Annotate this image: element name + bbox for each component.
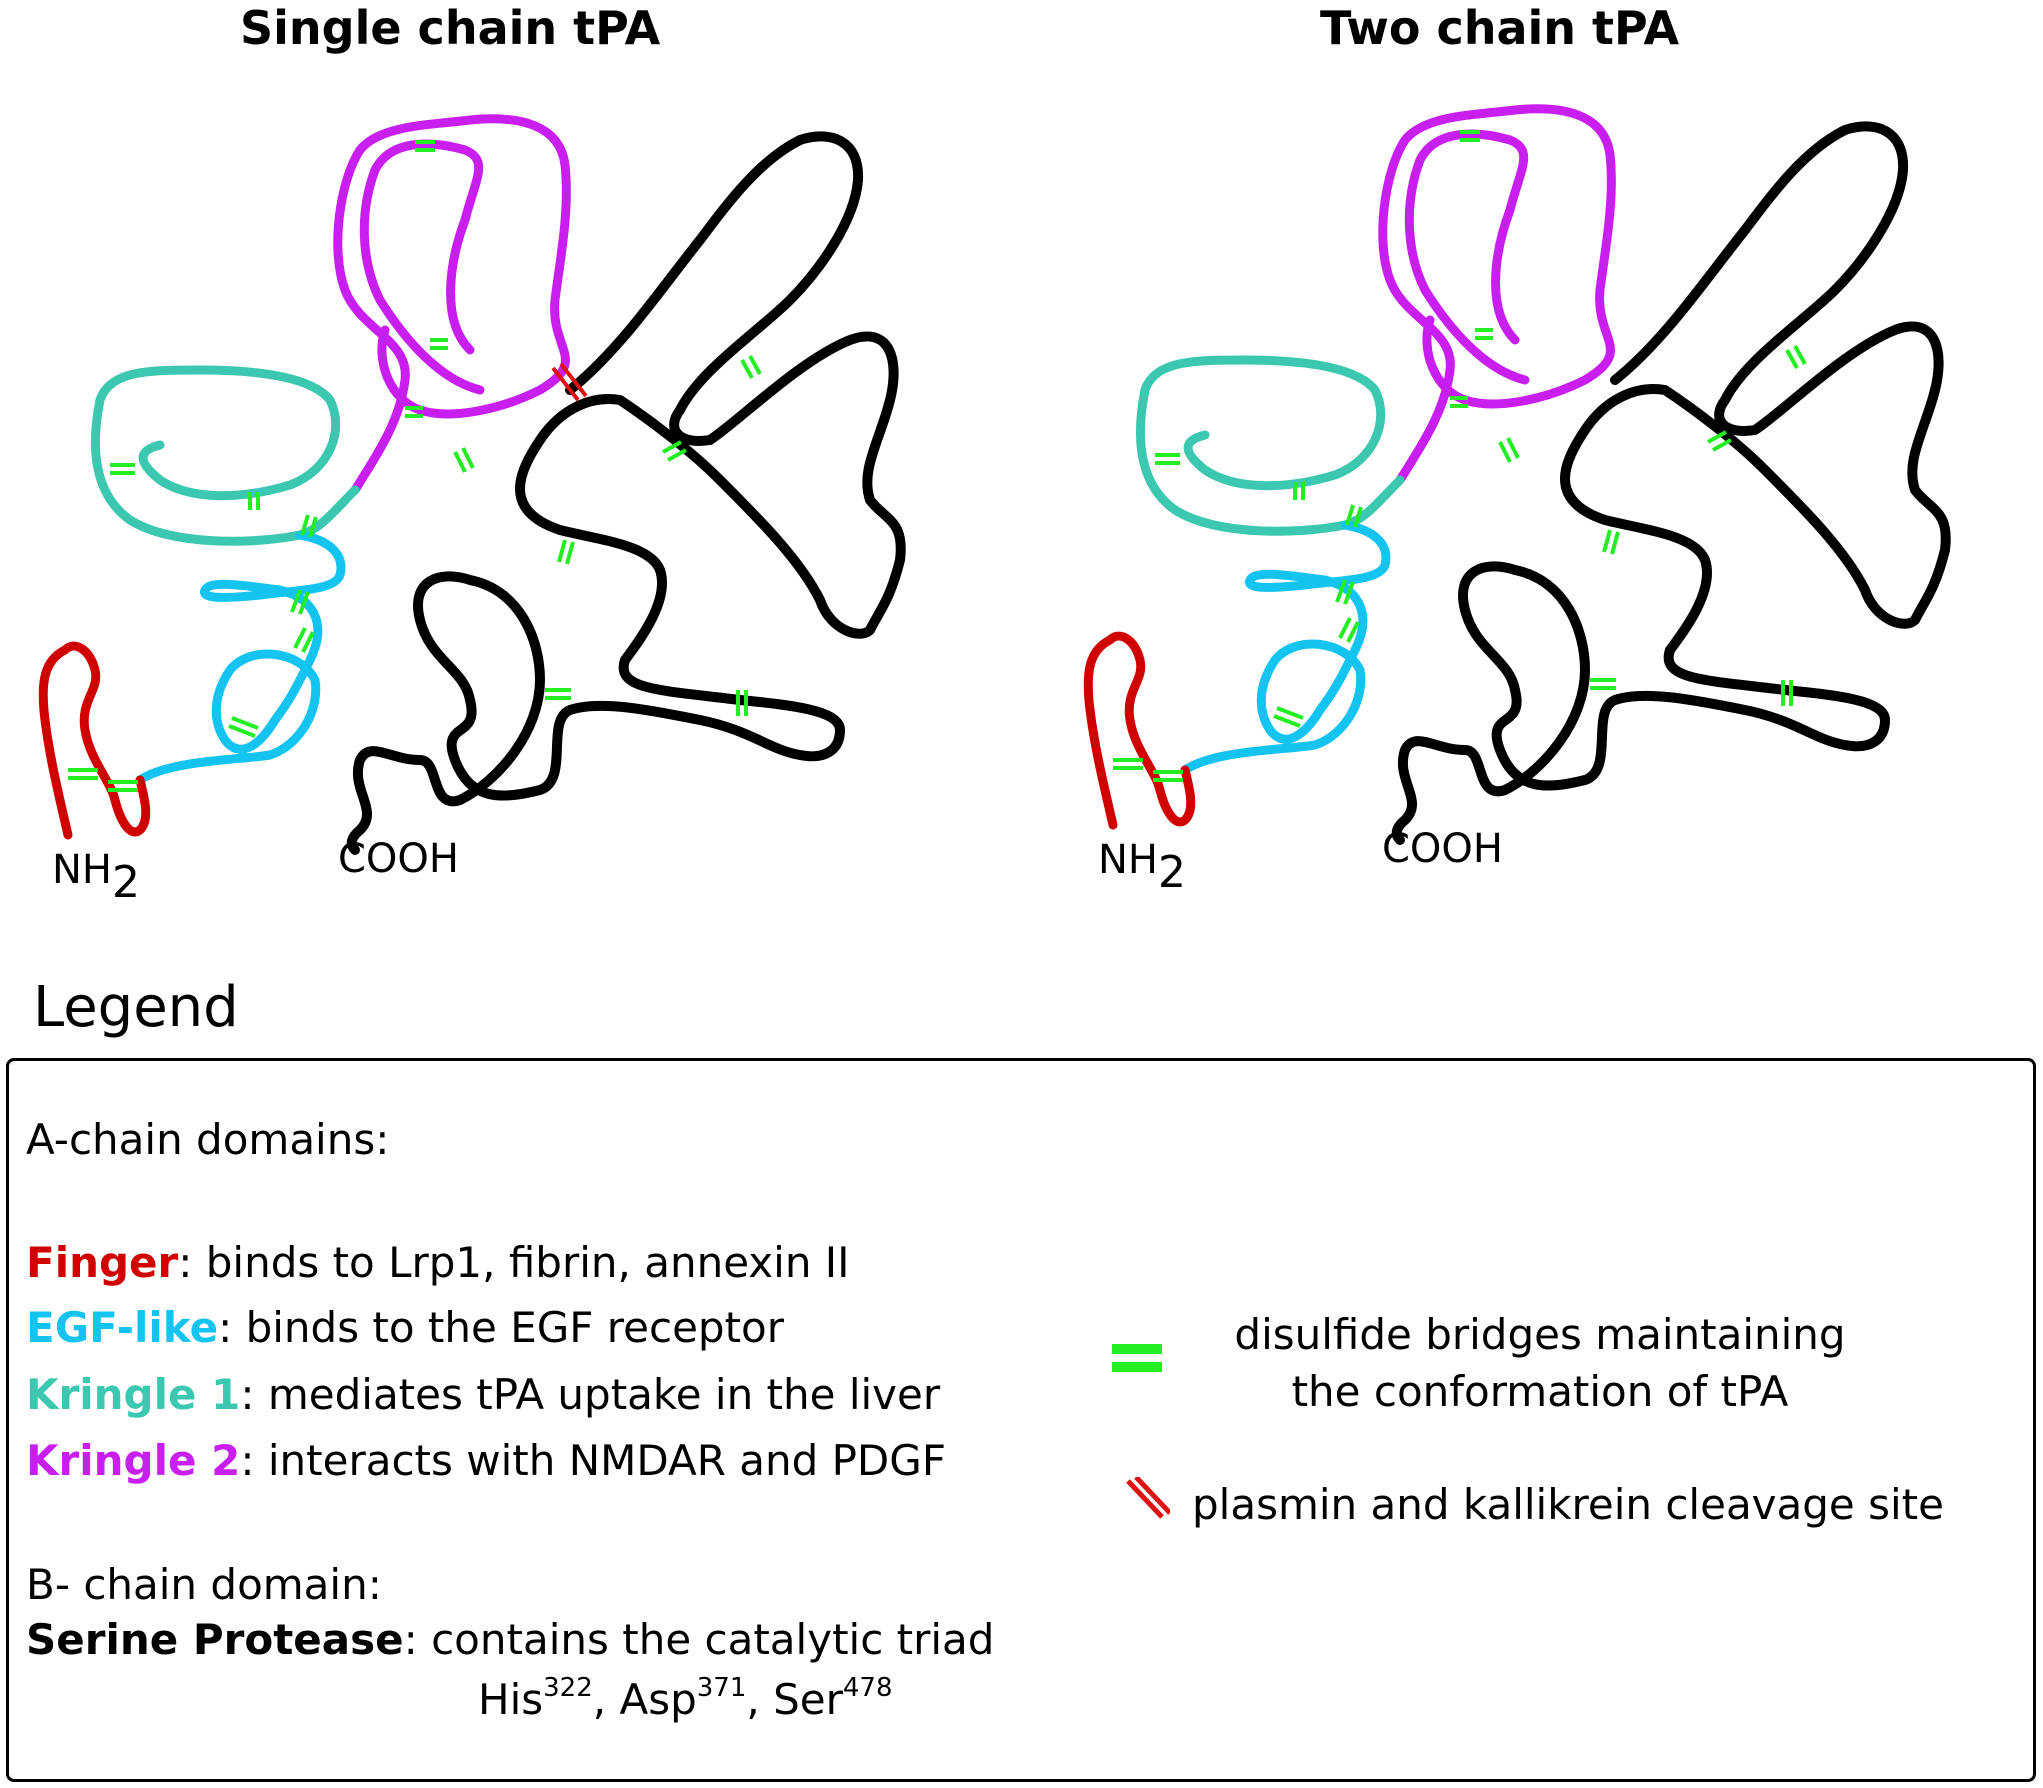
legend-heading: Legend [33,975,239,1040]
cleavage-legend-text: plasmin and kallikrein cleavage site [1192,1480,1944,1529]
legend-egf: EGF-like: binds to the EGF receptor [26,1303,785,1352]
nh2-subscript-right: 2 [1158,847,1186,898]
legend-kringle1: Kringle 1: mediates tPA uptake in the li… [26,1370,941,1419]
legend-kringle2: Kringle 2: interacts with NMDAR and PDGF [26,1436,946,1485]
legend-finger: Finger: binds to Lrp1, fibrin, annexin I… [26,1238,850,1287]
nh2-label-left: NH2 [52,847,140,908]
two-chain-molecule [1088,109,1946,840]
a-chain-header: A-chain domains: [26,1115,390,1164]
catalytic-triad: His322, Asp371, Ser478 [478,1673,893,1724]
egf-name: EGF-like [26,1303,219,1352]
finger-name: Finger [26,1238,179,1287]
disulfide-legend-line1: disulfide bridges maintaining [1234,1310,1846,1359]
nh2-label-right: NH2 [1098,837,1186,898]
disulfide-legend-line2: the conformation of tPA [1291,1367,1789,1416]
tpa-structure-diagram [0,0,2043,960]
kringle1-name: Kringle 1 [26,1370,241,1419]
cooh-label-left: COOH [338,836,459,882]
kringle2-name: Kringle 2 [26,1436,241,1485]
legend-box [6,1058,2036,1782]
nh2-subscript-left: 2 [112,857,140,908]
serine-protease-name: Serine Protease [26,1615,404,1664]
cleavage-legend-icon [1126,1477,1170,1519]
disulfide-legend-icon [1112,1344,1162,1372]
legend-serine-protease: Serine Protease: contains the catalytic … [26,1615,995,1664]
single-chain-molecule [43,119,901,850]
b-chain-header: B- chain domain: [26,1560,382,1609]
single-chain-title: Single chain tPA [240,1,661,55]
cooh-label-right: COOH [1382,826,1503,872]
cleavage-site-marker [551,362,588,402]
two-chain-title: Two chain tPA [1320,1,1680,55]
